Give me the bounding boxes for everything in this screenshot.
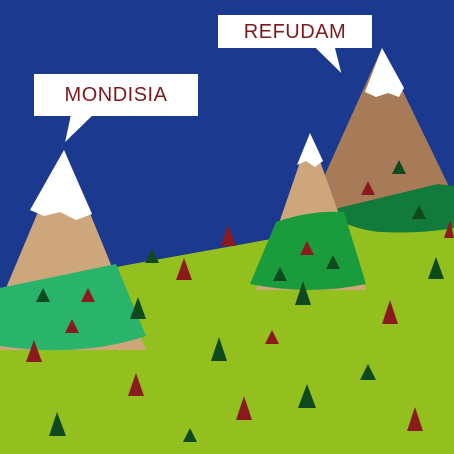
tree (407, 407, 423, 431)
forest-mondisia (0, 264, 146, 351)
mountain-refudam (300, 48, 454, 230)
tree (236, 396, 252, 420)
tree (176, 258, 192, 280)
tree (49, 412, 66, 436)
mountain-mondisia (0, 150, 146, 351)
tree (361, 181, 375, 195)
callout-mondisia: MONDISIA (34, 74, 198, 116)
tree (392, 160, 406, 174)
tree (295, 281, 311, 305)
tree (265, 330, 279, 344)
snow-cap-mondisia (30, 150, 92, 220)
region-label-refudam: REFUDAM (243, 20, 347, 43)
tree (81, 288, 95, 302)
tree (183, 428, 197, 442)
trees-red (26, 181, 454, 431)
tree (360, 364, 376, 380)
tree (412, 205, 426, 219)
tree (444, 220, 454, 238)
tree (221, 225, 236, 246)
tree (26, 340, 42, 362)
trees-dark (36, 160, 444, 442)
tree (273, 267, 287, 281)
forest-refudam (330, 184, 454, 233)
tree (326, 255, 340, 269)
tree (145, 249, 159, 263)
tree (298, 384, 316, 408)
tree (65, 319, 79, 333)
tree (428, 257, 444, 279)
tree (128, 373, 144, 396)
tree (382, 300, 398, 324)
tree (211, 337, 227, 361)
tree (36, 288, 50, 302)
region-label-mondisia: MONDISIA (64, 84, 168, 106)
snow-cap-refudam (365, 48, 404, 97)
tree (130, 297, 146, 319)
callout-refudam: REFUDAM (218, 15, 372, 48)
snow-cap-middle (297, 133, 323, 167)
tree (300, 241, 314, 255)
